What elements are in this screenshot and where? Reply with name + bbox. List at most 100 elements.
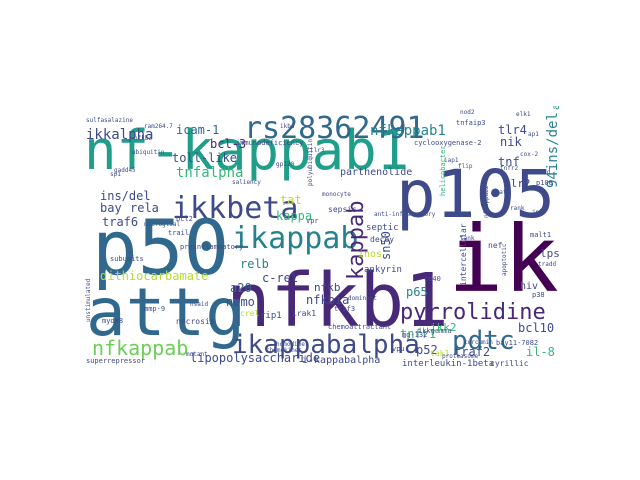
word-nod2: nod2 [460, 109, 475, 116]
word-ikappab: ikappab [232, 221, 359, 256]
word-tlr4: tlr4 [498, 123, 527, 137]
word-subunits: subunits [110, 255, 144, 263]
word-helicobacter: helicobacter [439, 145, 447, 196]
word-nfkb: nfkb [314, 281, 341, 294]
word-irak1: irak1 [292, 309, 317, 318]
word-decoy: decoy [370, 235, 395, 244]
word-parthenolide: parthenolide [340, 167, 413, 178]
word-nfkb2: nfkb2 [134, 135, 153, 142]
word-p100: p100 [536, 179, 553, 187]
word-tak1: tak1 [430, 349, 450, 358]
word-bcl2: bcl2 [176, 215, 193, 223]
word-rank: rank [510, 205, 525, 212]
word-iap1: iap1 [444, 157, 459, 164]
word-mutant: mutant [186, 351, 208, 358]
word-myd88: myd88 [102, 317, 124, 325]
word-bay11-7082: bay11-7082 [496, 339, 539, 347]
word-intercellular: intercellular [459, 223, 468, 286]
word-cyrillic: cyrillic [490, 359, 529, 368]
word-tnfalpha: tnfalpha [176, 165, 244, 181]
word-bcl-3: bcl-3 [210, 137, 247, 151]
word-il-8: il-8 [526, 345, 555, 359]
word-tank: tank [460, 235, 475, 242]
word-attg: attg [86, 274, 245, 351]
word-dominant: dominant [348, 295, 377, 302]
word-tat: tat [280, 193, 302, 207]
word-ikk: ikk [448, 206, 560, 313]
word-tnfaip3: tnfaip3 [456, 119, 486, 127]
word-hiv: hiv [520, 281, 539, 292]
word-sepsis: sepsis [328, 205, 357, 214]
word-icam-1: icam-1 [176, 123, 220, 137]
word-lipopolysaccharide: lipopolysaccharide [190, 351, 321, 365]
word-lps: lps [540, 247, 560, 260]
word-i-kappabalpha: i-kappabalpha [302, 355, 381, 366]
word-tnf: tnf [498, 155, 520, 169]
word-mg-132: mg-132 [402, 331, 428, 339]
word-anti-inflammatory: anti-inflammatory [374, 211, 436, 218]
word-nef: nef [488, 241, 503, 250]
word-necrosis: necrosis [176, 317, 215, 326]
word-a20: a20 [230, 281, 252, 295]
word-bay: bay [100, 201, 122, 215]
word-mmp-9: mmp-9 [144, 305, 166, 313]
word-septic: septic [366, 223, 399, 233]
word-pdtc: pdtc [452, 326, 515, 356]
word-p38: p38 [532, 291, 545, 299]
word-rip1: rip1 [260, 311, 282, 321]
word-p105: p105 [396, 156, 555, 233]
word-traf6: traf6 [102, 215, 139, 229]
word-nfkappab2: nfkappab2 [483, 185, 490, 218]
word-chemokines: chemokines [266, 347, 303, 354]
word-rs28362491: rs28362491 [244, 111, 425, 146]
word-nf-kappab1: nf-kappab1 [84, 119, 410, 182]
word-cyclooxygenase-2: cyclooxygenase-2 [414, 139, 482, 147]
word-ikk2: ikk2 [430, 321, 457, 334]
word-rela: rela [130, 201, 159, 215]
word-card: card [536, 169, 551, 176]
word-malt1: malt1 [530, 231, 552, 239]
word-ankyrin: ankyrin [364, 265, 402, 275]
word-ikba: ikba [280, 123, 295, 130]
word-p50: p50 [92, 203, 230, 292]
word-ram264-7: ram264.7 [144, 123, 173, 130]
word-tnfr1: tnfr1 [400, 327, 437, 341]
word-proteasome: proteasome [442, 353, 479, 360]
word-elk1: elk1 [516, 111, 531, 118]
word-94ins-del: 94ins/del [545, 112, 560, 188]
word-ins-del: ins/del [100, 189, 151, 203]
word-apoptotic: apoptotic [501, 243, 508, 276]
word-tlr3: tlr3 [310, 147, 325, 154]
word-relb: relb [240, 257, 269, 271]
word-cloud: nf-kappab1 p50 nfkb1 ikk attg p105 rs283… [80, 106, 560, 372]
word-dithiocarbamate: dithiocarbamate [100, 269, 209, 283]
word-tradd: tradd [538, 261, 557, 268]
word-bcl10: bcl10 [518, 321, 555, 335]
word-microglial: microglial [144, 221, 181, 228]
word-nemo: nemo [226, 295, 255, 309]
word-vpu: vpu [392, 345, 405, 353]
word-immunodeficiency: immunodeficiency [236, 139, 304, 147]
word-superrepressor: superrepressor [86, 357, 146, 365]
word-flip: flip [458, 163, 473, 170]
word-nik: nik [500, 135, 522, 149]
word-ikkbeta: ikkbeta [172, 191, 299, 226]
word-saliency: saliency [232, 179, 261, 186]
word-cd40: cd40 [424, 275, 441, 283]
word-tlr2: tlr2 [504, 177, 531, 190]
word-chemoattractant: chemoattractant [328, 323, 392, 331]
word-ikappabalpha: ikappabalpha [232, 330, 420, 360]
word-cox-2: cox-2 [520, 151, 539, 158]
word-vpr: vpr [306, 217, 319, 225]
word-curcumin: curcumin [464, 339, 493, 346]
word-jnk: jnk [532, 209, 543, 216]
word-sp1: sp1 [110, 171, 121, 178]
word-traf2: traf2 [454, 345, 491, 359]
word-inos: inos [358, 249, 383, 260]
word-nfkb1: nfkb1 [226, 258, 449, 344]
word-stat3: stat3 [492, 189, 511, 196]
word-c-rel: c-rel [262, 271, 299, 285]
word-crel: crel [240, 309, 260, 318]
word-tnfr2: tnfr2 [500, 165, 519, 172]
